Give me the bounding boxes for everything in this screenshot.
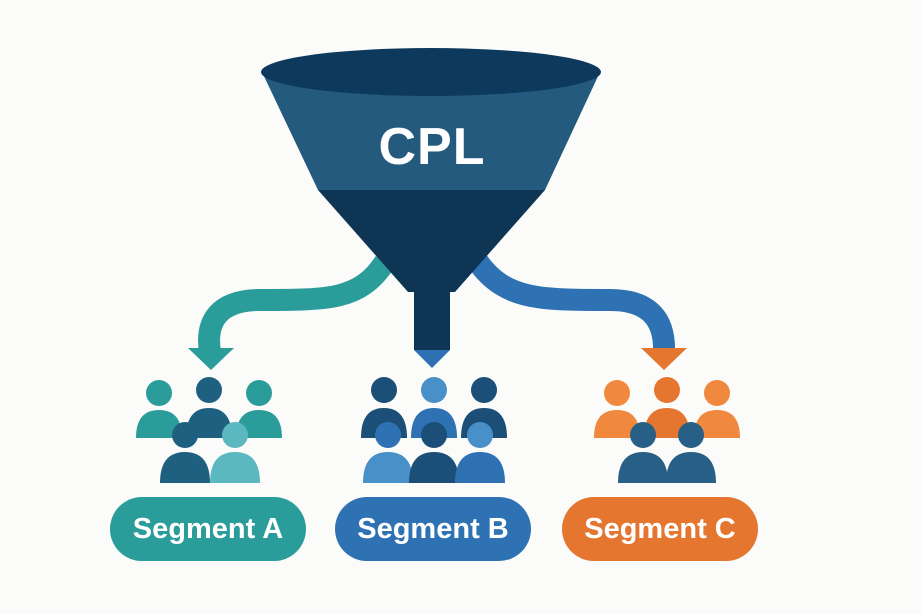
segment-a-people-icon	[136, 377, 282, 483]
segment-b-people-icon	[361, 377, 507, 483]
funnel-label: CPL	[378, 118, 486, 176]
segment-a-badge: Segment A	[110, 497, 306, 561]
funnel-cone	[318, 190, 545, 292]
funnel-rim	[261, 48, 601, 96]
arrow-head-a	[188, 348, 234, 370]
segment-c-badge: Segment C	[562, 497, 758, 561]
segment-b-badge: Segment B	[335, 497, 531, 561]
arrow-to-segment-a	[198, 255, 395, 354]
funnel	[261, 48, 601, 368]
arrow-head-c	[641, 348, 687, 370]
funnel-body	[262, 72, 600, 190]
arrow-to-segment-c	[469, 255, 676, 353]
segment-c-people-icon	[594, 377, 740, 483]
funnel-spout-tip	[414, 350, 450, 368]
funnel-spout	[414, 288, 450, 350]
